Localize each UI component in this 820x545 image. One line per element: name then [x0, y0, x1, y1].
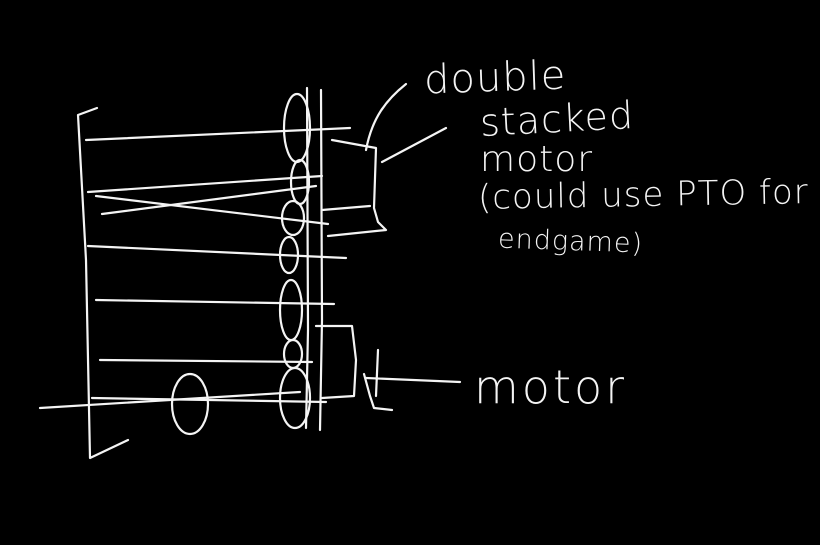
- crossbar-4: [94, 194, 330, 226]
- double-motor-block-inner: [320, 204, 372, 212]
- roller-4: [278, 235, 300, 275]
- bottom-wheel: [170, 372, 210, 436]
- note-stacked: stacked: [478, 92, 636, 146]
- leader-double-motor-1: [364, 82, 408, 152]
- crossbar-5: [86, 244, 348, 260]
- roller-6: [282, 338, 304, 370]
- leader-single-motor-tick: [374, 348, 380, 398]
- double-motor-block: [326, 138, 388, 238]
- note-motor-double: motor: [480, 139, 594, 180]
- note-double: double: [423, 52, 568, 104]
- sketch-ink-group: [38, 82, 462, 460]
- frame-right-rail-outer: [318, 88, 324, 432]
- leader-double-motor-2: [380, 126, 448, 164]
- crossbar-1: [84, 126, 352, 142]
- roller-7: [278, 366, 312, 430]
- single-motor-box: [314, 324, 358, 400]
- crossbar-7: [98, 358, 314, 364]
- crossbar-3: [100, 184, 318, 216]
- crossbar-9: [90, 396, 328, 404]
- roller-3: [280, 199, 306, 237]
- leader-single-motor: [364, 376, 462, 384]
- roller-5: [278, 278, 304, 342]
- leader-single-motor-hook: [362, 372, 394, 412]
- crossbar-6: [94, 298, 336, 306]
- frame-left-rail: [76, 106, 130, 460]
- note-motor-single: motor: [474, 360, 628, 414]
- note-endgame: endgame): [497, 223, 644, 260]
- note-pto: (could use PTO for: [477, 172, 810, 218]
- crossbar-2: [86, 174, 324, 194]
